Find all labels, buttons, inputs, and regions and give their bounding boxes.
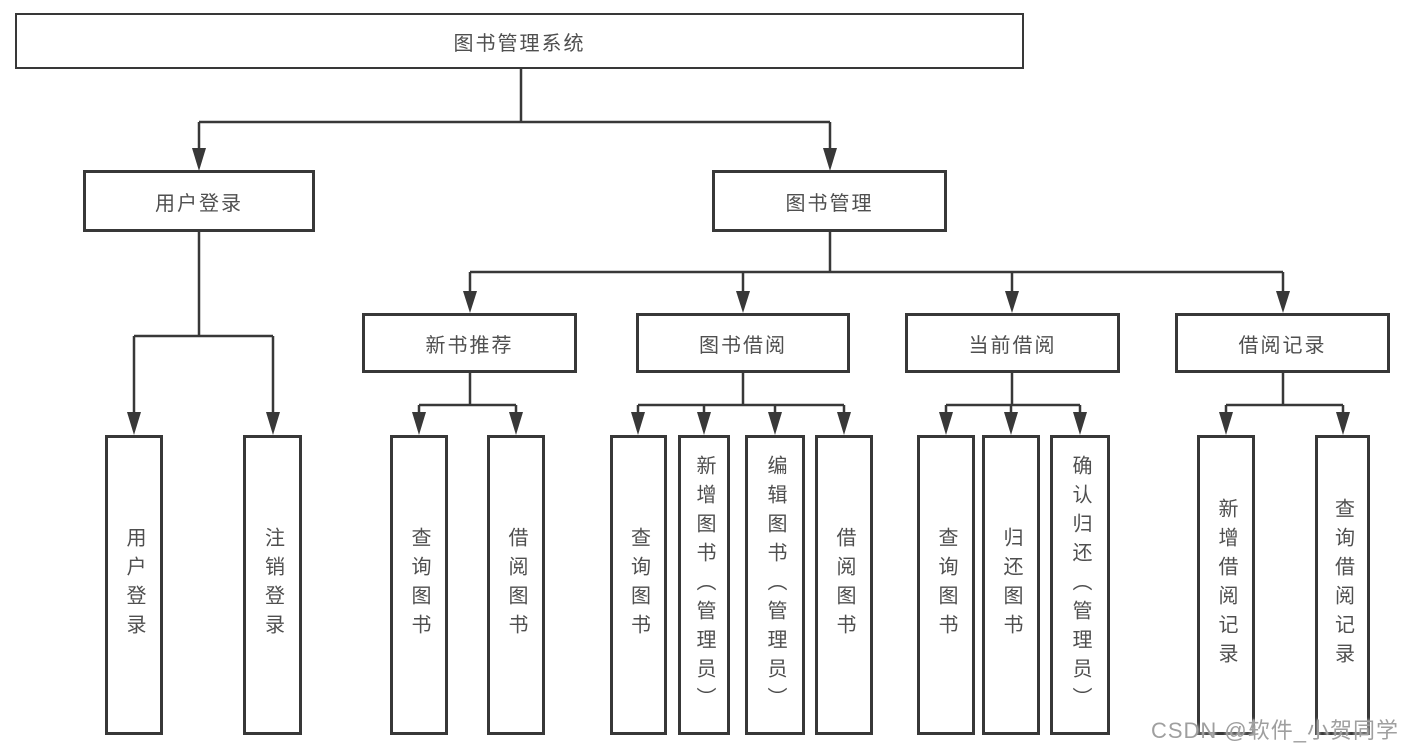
leaf-query-books-2: 查询图书: [610, 435, 667, 735]
leaf-query-books-1-label: 查询图书: [408, 527, 430, 643]
node-book-management-branch: 图书管理: [712, 170, 947, 232]
leaf-add-borrow-record: 新增借阅记录: [1197, 435, 1255, 735]
leaf-borrow-books-2: 借阅图书: [815, 435, 873, 735]
leaf-add-borrow-record-label: 新增借阅记录: [1215, 498, 1237, 672]
node-book-borrow: 图书借阅: [636, 313, 850, 373]
leaf-query-books-3-label: 查询图书: [935, 527, 957, 643]
leaf-query-books-1: 查询图书: [390, 435, 448, 735]
leaf-borrow-books-1-label: 借阅图书: [505, 527, 527, 643]
leaf-query-books-3: 查询图书: [917, 435, 975, 735]
leaf-edit-books-admin-label: 编辑图书（管理员）: [764, 454, 786, 716]
connector-book-borrow-to-leaves: [631, 373, 851, 435]
connector-borrow-records-to-leaves: [1219, 373, 1350, 435]
leaf-query-borrow-record: 查询借阅记录: [1315, 435, 1370, 735]
leaf-logout-label: 注销登录: [261, 527, 284, 643]
leaf-return-books-label: 归还图书: [1000, 527, 1022, 643]
leaf-add-books-admin: 新增图书（管理员）: [678, 435, 730, 735]
node-new-book-recommend: 新书推荐: [362, 313, 577, 373]
leaf-edit-books-admin: 编辑图书（管理员）: [745, 435, 805, 735]
connector-user-login-to-leaves: [127, 232, 280, 435]
connector-new-book-recommend-to-leaves: [412, 373, 523, 435]
connector-book-management-to-level3: [463, 232, 1290, 313]
leaf-logout: 注销登录: [243, 435, 302, 735]
node-borrow-records: 借阅记录: [1175, 313, 1390, 373]
leaf-user-login: 用户登录: [105, 435, 163, 735]
connector-current-borrow-to-leaves: [939, 373, 1087, 435]
node-library-management-system: 图书管理系统: [15, 13, 1024, 69]
csdn-watermark: CSDN @软件_小贺同学: [1150, 718, 1399, 743]
leaf-borrow-books-2-label: 借阅图书: [833, 527, 855, 643]
leaf-borrow-books-1: 借阅图书: [487, 435, 545, 735]
node-user-login-branch: 用户登录: [83, 170, 315, 232]
leaf-add-books-admin-label: 新增图书（管理员）: [693, 454, 715, 716]
leaf-user-login-label: 用户登录: [123, 527, 145, 643]
leaf-query-borrow-record-label: 查询借阅记录: [1331, 498, 1354, 672]
node-current-borrow: 当前借阅: [905, 313, 1120, 373]
leaf-confirm-return-admin: 确认归还（管理员）: [1050, 435, 1110, 735]
leaf-return-books: 归还图书: [982, 435, 1040, 735]
leaf-query-books-2-label: 查询图书: [627, 527, 650, 643]
connector-root-to-level2: [192, 69, 837, 171]
leaf-confirm-return-admin-label: 确认归还（管理员）: [1069, 454, 1091, 716]
